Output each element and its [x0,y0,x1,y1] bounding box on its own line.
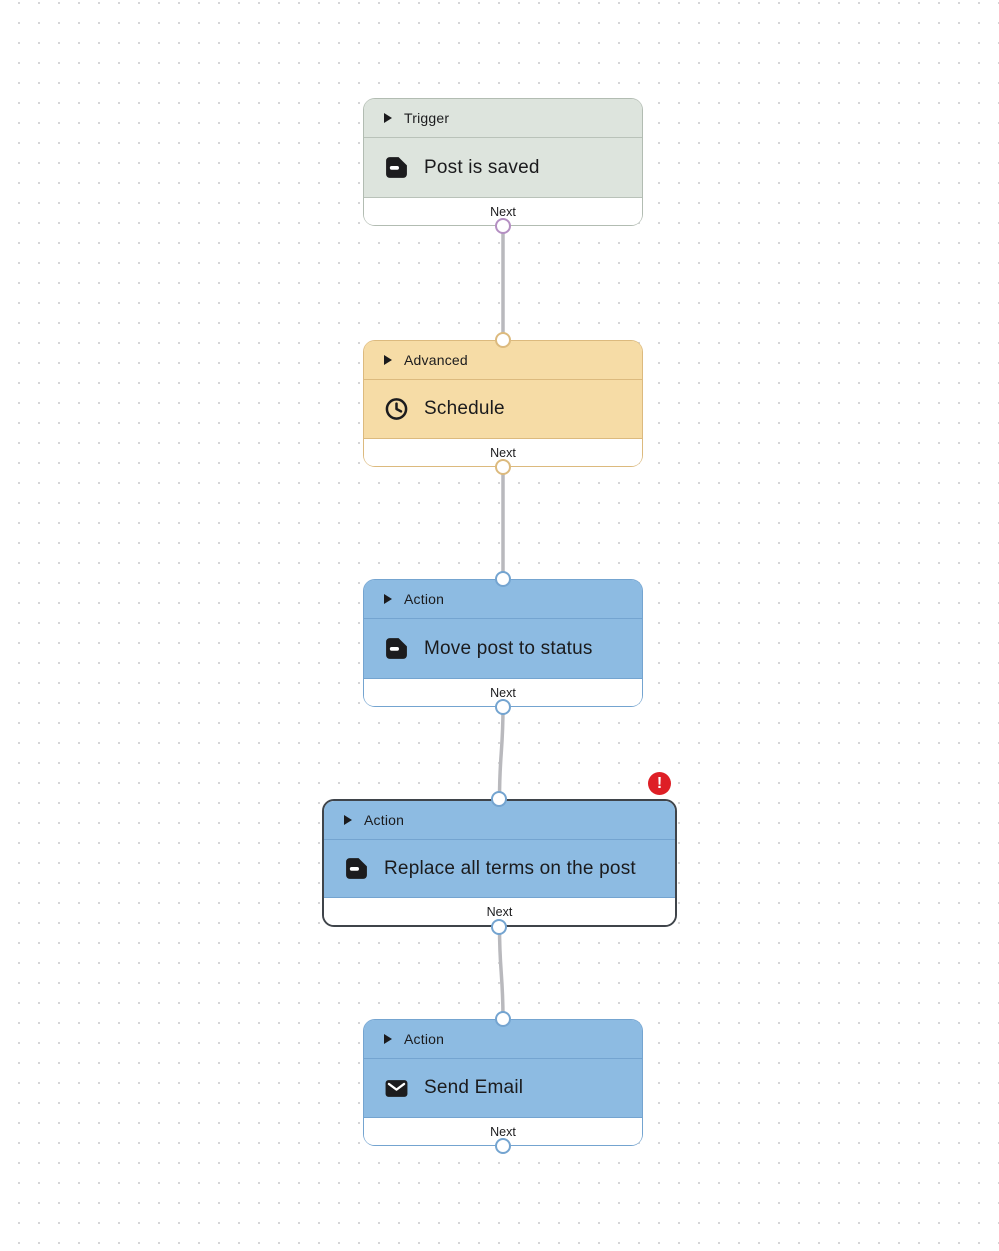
workflow-node[interactable]: Action Replace all terms on the post Nex… [322,772,677,927]
node-header[interactable]: Trigger [364,99,642,138]
node-title: Post is saved [424,156,540,178]
workflow-node[interactable]: Trigger Post is saved Next [363,98,643,226]
caret-right-icon[interactable] [384,355,392,365]
connector-handle[interactable] [494,570,511,587]
document-icon [384,155,409,180]
caret-right-icon[interactable] [384,594,392,604]
node-footer: Next [324,898,675,925]
node-body[interactable]: Replace all terms on the post [324,840,675,898]
edge-connector-line [497,925,505,1021]
next-label: Next [490,204,516,219]
node-body[interactable]: Send Email [364,1059,642,1118]
connector-handle[interactable] [491,918,507,935]
node-type-label: Action [404,591,445,607]
node-title: Schedule [424,398,505,419]
node-header[interactable]: Advanced [364,341,642,380]
connector-handle[interactable] [494,458,511,475]
node-title: Send Email [424,1077,524,1098]
node-title: Move post to status [424,637,593,659]
workflow-node[interactable]: Action Send Email Next [363,1019,643,1146]
next-label: Next [490,445,516,460]
node-header[interactable]: Action [324,801,675,840]
next-label: Next [490,685,516,700]
node-type-label: Trigger [404,110,450,126]
node-type-label: Action [364,812,405,828]
connector-handle[interactable] [494,1137,511,1154]
next-label: Next [490,1124,516,1139]
caret-right-icon[interactable] [344,815,352,825]
node-type-label: Advanced [404,352,468,368]
workflow-node[interactable]: Advanced Schedule Next [363,340,643,467]
document-icon [384,636,409,661]
node-type-label: Action [404,1031,445,1047]
connector-handle[interactable] [491,790,507,807]
envelope-icon [384,1076,409,1101]
connector-handle[interactable] [494,698,511,715]
edge-connector-line [497,705,505,801]
document-icon [344,856,369,881]
connector-handle[interactable] [494,217,511,234]
node-header[interactable]: Action [364,580,642,619]
caret-right-icon[interactable] [384,1034,392,1044]
error-badge: ! [648,772,671,795]
node-body[interactable]: Schedule [364,380,642,439]
node-body[interactable]: Post is saved [364,138,642,198]
workflow-node[interactable]: Action Move post to status Next [363,579,643,707]
node-title: Replace all terms on the post [384,857,636,879]
node-body[interactable]: Move post to status [364,619,642,679]
caret-right-icon[interactable] [384,113,392,123]
node-header[interactable]: Action [364,1020,642,1059]
next-label: Next [486,904,513,919]
connector-handle[interactable] [494,1010,511,1027]
clock-icon [384,397,409,422]
connector-handle[interactable] [494,331,511,348]
